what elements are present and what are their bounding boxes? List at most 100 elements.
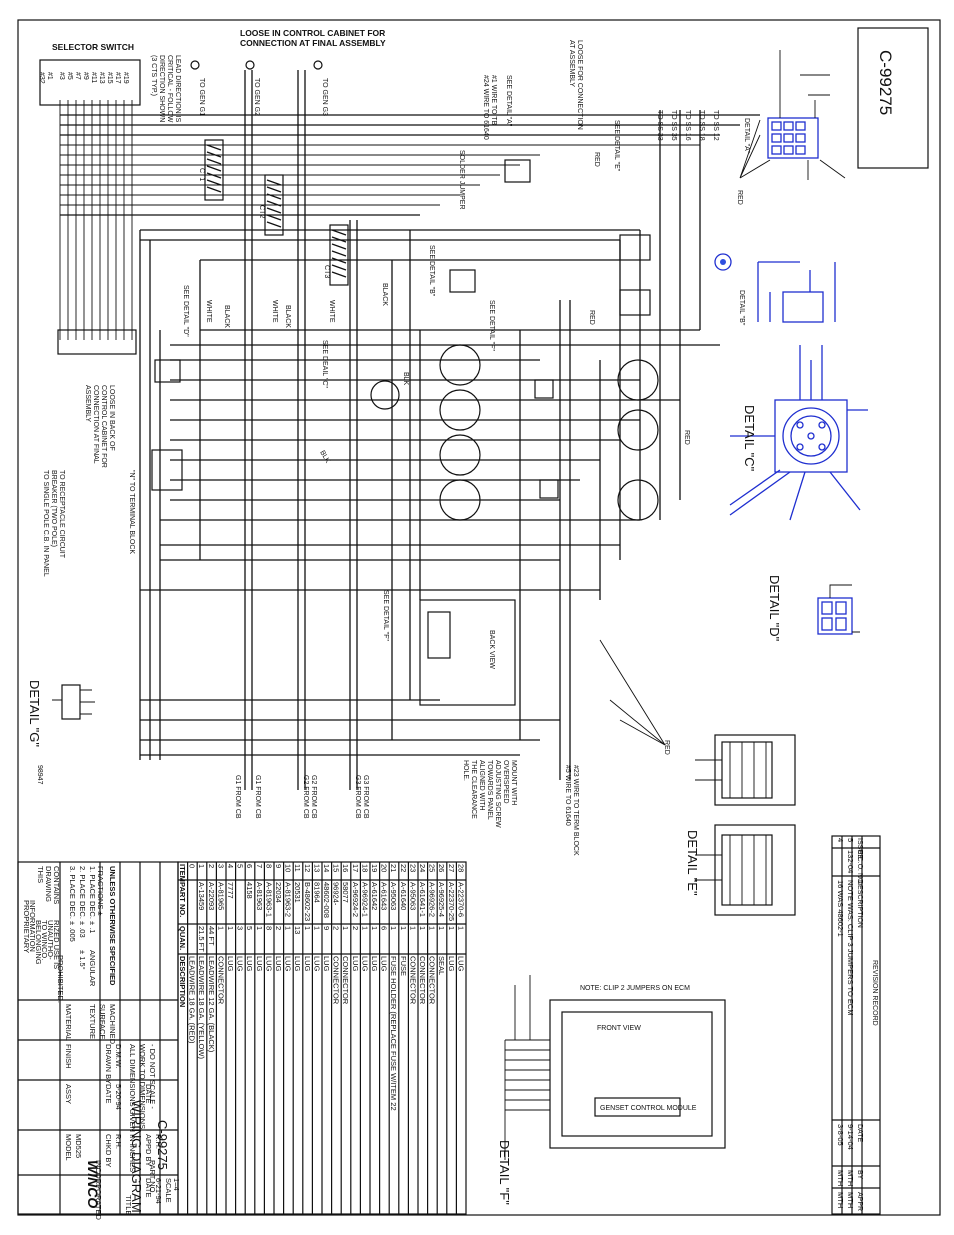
white-label-2: WHITE [271, 300, 278, 323]
bom-cell: LUG [255, 956, 264, 972]
svg-text:MTH: MTH [836, 1192, 845, 1208]
svg-text:MTH: MTH [836, 1170, 845, 1186]
svg-text:#17: #17 [114, 72, 121, 84]
svg-text:UNLESS OTHERWISE SPECIFIED: UNLESS OTHERWISE SPECIFIED [108, 866, 117, 986]
bom-cell: A-96926-2 [428, 882, 437, 917]
winco-logo: WINCO [85, 1160, 101, 1208]
selector-switch-numbers: #32 #1 #3 #5 #7 #9 #11 #13 #15 #17 #19 [38, 72, 129, 84]
svg-text:TO SS 12: TO SS 12 [712, 110, 719, 141]
svg-text:TOWARDS PANEL: TOWARDS PANEL [486, 760, 493, 820]
ct1-label: CT1 [198, 168, 205, 181]
svg-text:DRAWING: DRAWING [44, 866, 53, 902]
see-detail-b-label: SEE DETAIL "B" [428, 245, 435, 297]
bom-cell: 13 [293, 926, 302, 934]
svg-text:PROPRIETARY: PROPRIETARY [22, 900, 31, 953]
bom-cell: 81964 [312, 882, 321, 903]
svg-text:ALIGNED WITH: ALIGNED WITH [478, 760, 485, 811]
bom-cell: 1 [418, 926, 427, 930]
bom-cell: 18 [360, 864, 369, 872]
svg-text:1. PLACE DEC. ± .1: 1. PLACE DEC. ± .1 [88, 866, 97, 933]
sheet-border [17, 19, 941, 1216]
svg-text:ISSUE: ISSUE [856, 838, 863, 859]
bom-cell: 1 [428, 926, 437, 930]
selector-switch-label: SELECTOR SWITCH [52, 42, 134, 52]
svg-text:DIRECTION SHOWN: DIRECTION SHOWN [158, 55, 165, 122]
svg-text:MOUNT WITH: MOUNT WITH [510, 760, 517, 805]
bom-cell: 12 [303, 864, 312, 872]
bom-cell: 20 [380, 864, 389, 872]
bom-cell: LEADWIRE 12 GA. (BLACK) [207, 956, 216, 1053]
bom-cell: LUG [312, 956, 321, 972]
svg-text:3. PLACE DEC. ± .005: 3. PLACE DEC. ± .005 [68, 866, 77, 942]
bom-cell: 48602-008 [322, 882, 331, 918]
svg-text:PROHIBITED.: PROHIBITED. [56, 955, 65, 1003]
svg-text:E.C.O. NO.: E.C.O. NO. [856, 850, 863, 885]
svg-text:DESCRIPTION: DESCRIPTION [856, 880, 863, 928]
bom-cell: 6 [245, 864, 254, 868]
svg-text:#15: #15 [106, 72, 113, 84]
svg-text:CRITICAL - FOLLOW: CRITICAL - FOLLOW [166, 55, 173, 123]
svg-text:TO SS 18: TO SS 18 [698, 110, 705, 141]
svg-text:CONNECTION AT FINAL: CONNECTION AT FINAL [92, 385, 99, 464]
bom-cell: 5 [245, 926, 254, 930]
bom-cell: A-96924-1 [360, 882, 369, 917]
bom-cell: 9 [322, 926, 331, 930]
bom-cell: LUG [226, 956, 235, 972]
svg-text:G2 FROM CB: G2 FROM CB [310, 775, 317, 819]
svg-text:SURFACE: SURFACE [98, 1004, 107, 1039]
svg-text:3-8-05: 3-8-05 [836, 1124, 845, 1146]
svg-text:WORK TO DIMENSIONS: WORK TO DIMENSIONS [138, 1044, 147, 1129]
svg-text:PART NO.: PART NO. [148, 1160, 157, 1195]
svg-text:#1 WIRE TO TB: #1 WIRE TO TB [490, 75, 497, 126]
bom-cell: A-81963 [255, 882, 264, 910]
svg-text:MD525: MD525 [74, 1134, 83, 1158]
svg-text:ANGULAR: ANGULAR [88, 950, 97, 987]
bom-cell: CONNECTOR [216, 956, 225, 1005]
bom-cell: 4 [226, 864, 235, 868]
red-label-5: RED [663, 740, 670, 755]
svg-text:D.M.W.: D.M.W. [114, 1044, 123, 1069]
svg-text:MACHINED: MACHINED [108, 1004, 117, 1045]
bom-header: QUAN. [178, 926, 187, 950]
svg-text:#11: #11 [90, 72, 97, 83]
bom-cell: 14 [322, 864, 331, 872]
svg-text:G2 FROM CB: G2 FROM CB [302, 775, 309, 819]
svg-text:RIZED USE IS: RIZED USE IS [52, 920, 61, 969]
svg-text:#5 WIRE TO 61640: #5 WIRE TO 61640 [564, 765, 571, 826]
svg-text:#1: #1 [46, 72, 53, 80]
svg-text:#9: #9 [82, 72, 89, 80]
bom-cell: A-96924-2 [351, 882, 360, 917]
bom-header: ITEM [178, 864, 187, 882]
bom-cell: 1 [360, 926, 369, 930]
svg-text:MTH: MTH [846, 1170, 855, 1186]
bom-cell: A-22370-25 [447, 882, 456, 921]
bom-cell: 1 [255, 926, 264, 930]
main-wiring [39, 59, 760, 790]
bom-cell: 1 [226, 926, 235, 930]
svg-text:INFORMATION: INFORMATION [28, 900, 37, 952]
loose-for-connection-note: LOOSE FOR CONNECTION AT ASSEMBLY [568, 40, 583, 130]
detail-g: DETAIL "G" 98947 [27, 680, 95, 785]
svg-text:ASSY: ASSY [64, 1084, 73, 1104]
bom-cell: 1 [197, 864, 206, 868]
svg-text:5: 5 [846, 838, 855, 842]
lead-direction-note: LEAD DIRECTION IS CRITICAL - FOLLOW DIRE… [150, 55, 181, 123]
svg-text:MTH: MTH [846, 1192, 855, 1208]
bom-cell: A-81963-2 [284, 882, 293, 917]
to-gen-g3-label: TO GEN G3 [321, 78, 328, 116]
svg-text:CHKD BY: CHKD BY [104, 1134, 113, 1167]
bom-cell: B-48602-23 [303, 882, 312, 921]
back-view-label: BACK VIEW [488, 630, 495, 669]
bom-cell: 28 [456, 864, 465, 872]
svg-text:(3 CTS TYP.): (3 CTS TYP.) [150, 55, 157, 96]
ct2-label: CT2 [258, 205, 265, 218]
svg-text:TEXTURE: TEXTURE [88, 1004, 97, 1039]
svg-text:REVISION RECORD: REVISION RECORD [871, 960, 878, 1026]
svg-text:HOLE.: HOLE. [462, 760, 469, 781]
svg-text:AT ASSEMBLY: AT ASSEMBLY [568, 40, 575, 87]
bom-cell: 5 [236, 864, 245, 868]
receptacle-note: TO RECEPTACLE CIRCUIT BREAKER (TWO POLE)… [42, 470, 65, 577]
